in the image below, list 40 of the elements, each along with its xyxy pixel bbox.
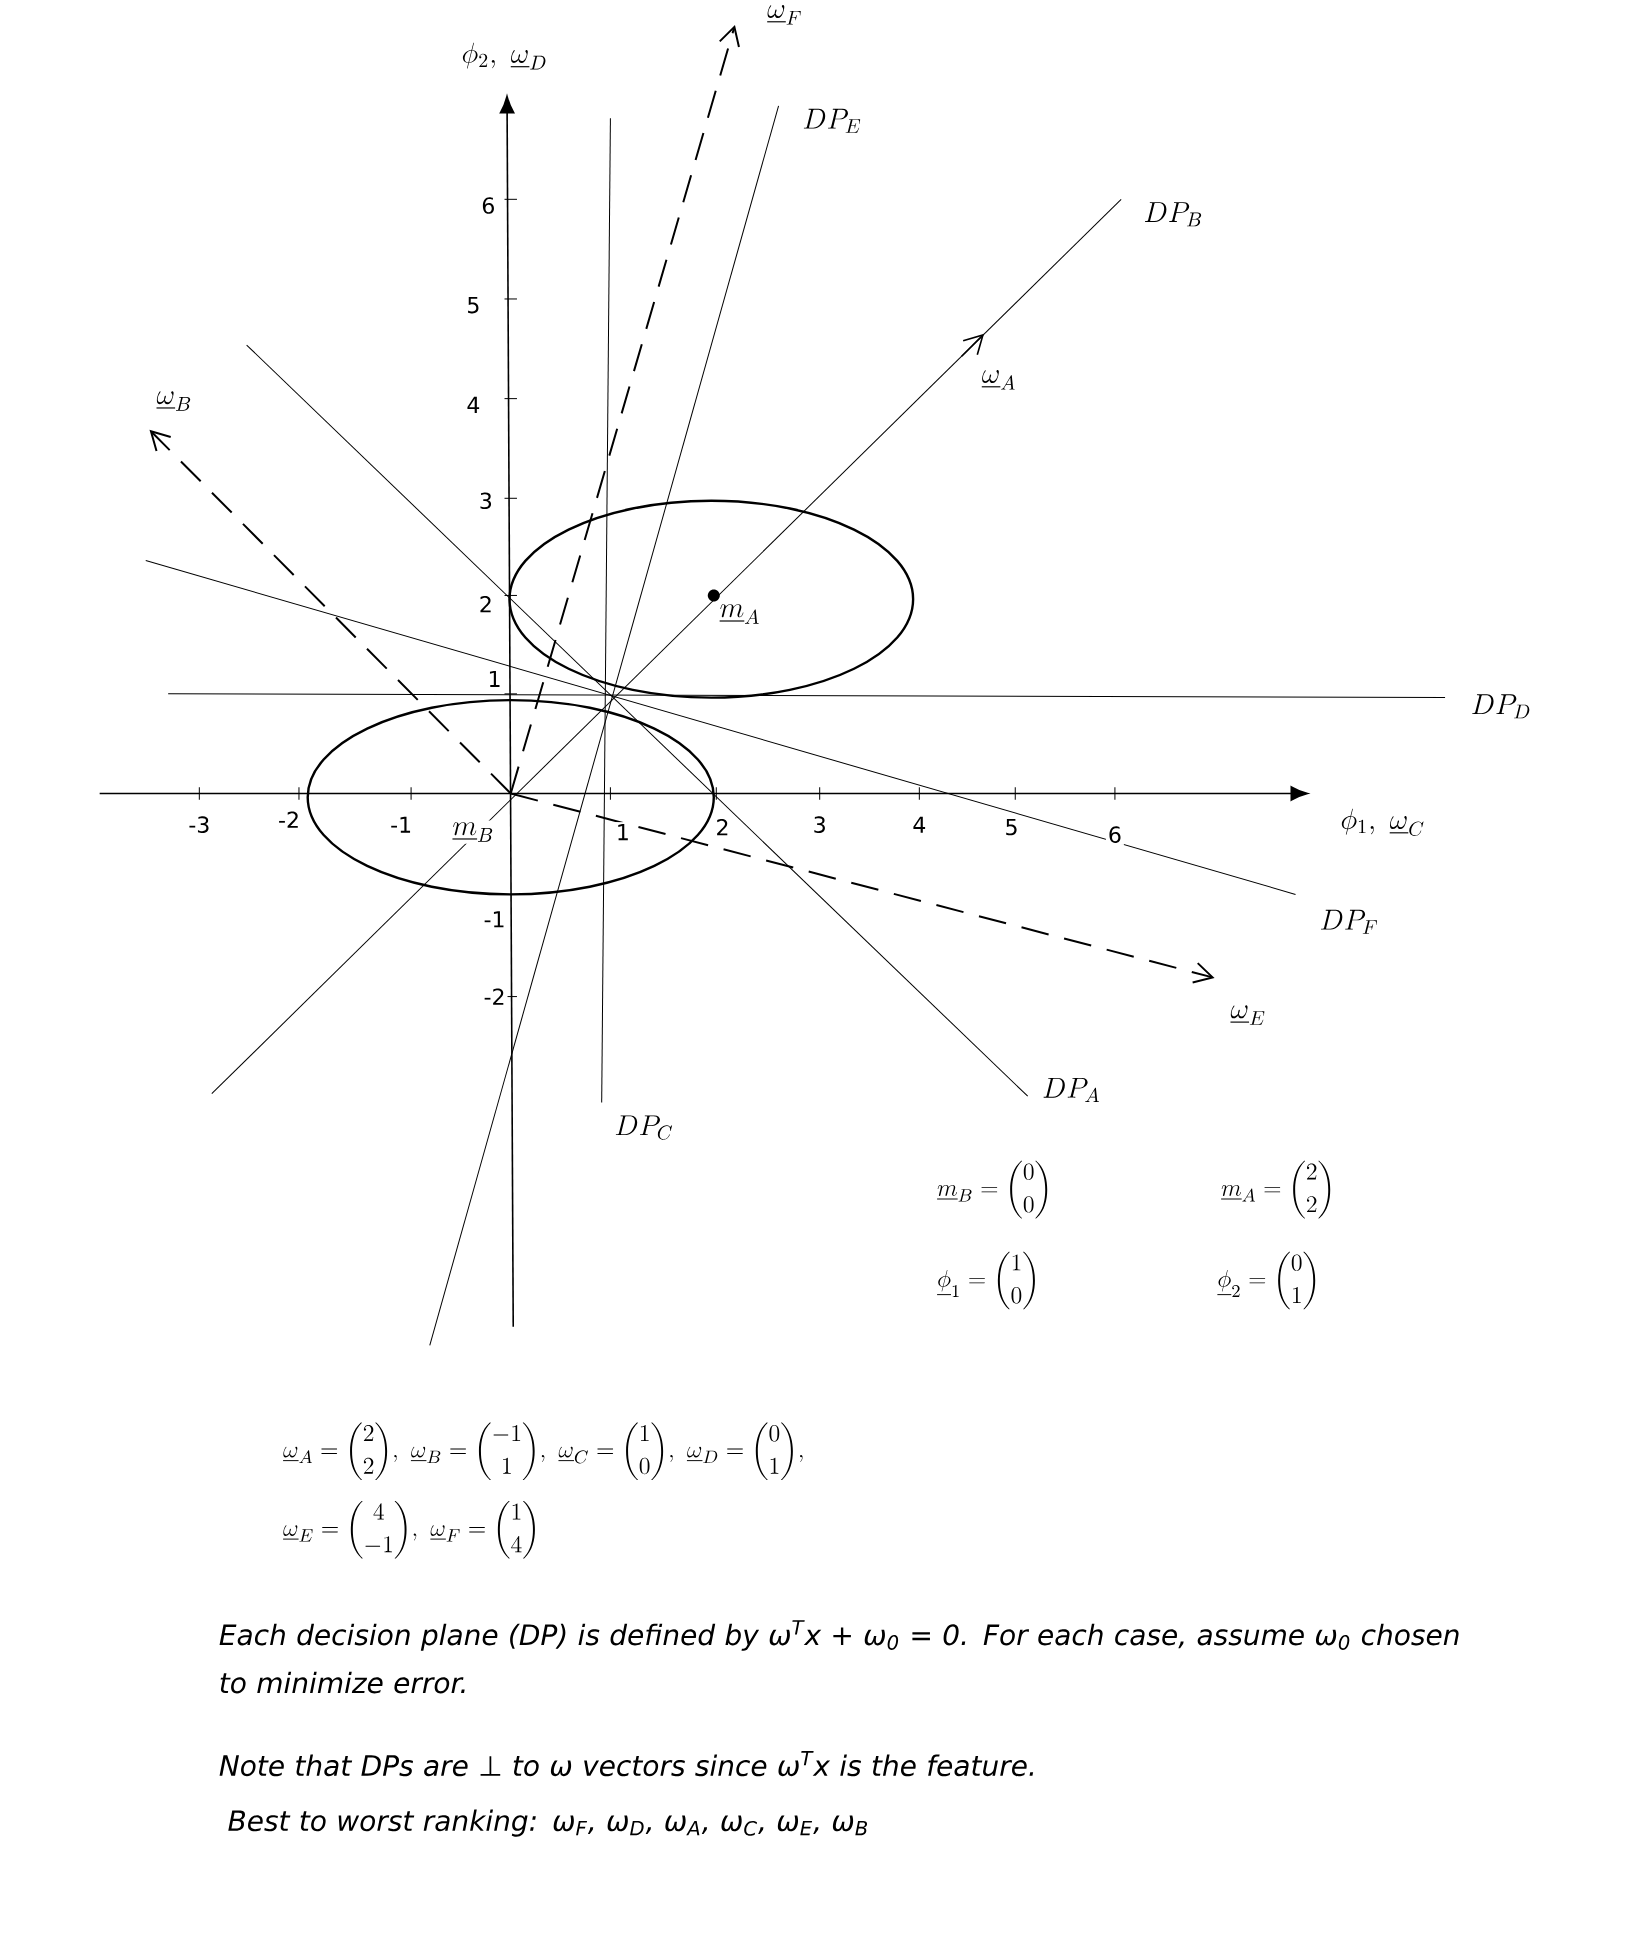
vector-equation: $\underline{\omega}_A = \binom{2}{2},\ \underline{\omega}_B = \binom{-1}{1},\ \underline{\omega}_C = \binom{1}{0},\ \underline{\omega}_D = \binom{0}{1},$ xyxy=(283,1422,803,1481)
vector-equation: $\underline{\phi}_1 = \binom{1}{0}$ xyxy=(937,1251,1035,1310)
axis-label: $\underline{\omega}_F$ xyxy=(765,3,805,27)
axis-label: $\phi_1,\ \underline{\omega}_C$ xyxy=(1338,806,1427,838)
axis-label: $\underline{\omega}_E$ xyxy=(1228,1003,1268,1027)
axis-label: $DP_C$ xyxy=(612,1113,676,1142)
tick-label: 6 xyxy=(1105,824,1124,845)
axis-label: $DP_B$ xyxy=(1141,200,1206,229)
vector-equation: $\underline{\phi}_2 = \binom{0}{1}$ xyxy=(1217,1251,1316,1310)
axis-label: $\underline{m}_A$ xyxy=(717,602,763,626)
tick-label: -1 xyxy=(481,909,508,930)
vector-equation: $\underline{\omega}_E = \binom{4}{-1},\ \underline{\omega}_F = \binom{1}{4}$ xyxy=(283,1500,535,1559)
tick-label: 3 xyxy=(476,490,495,512)
tick-label: 5 xyxy=(464,295,483,316)
tick-label: 4 xyxy=(910,814,929,835)
tick-label: -1 xyxy=(388,814,415,835)
axis-label: $DP_F$ xyxy=(1317,907,1381,936)
tick-label: -2 xyxy=(481,986,508,1007)
axis-label: $DP_E$ xyxy=(800,106,864,135)
tick-label: 6 xyxy=(479,195,498,216)
tick-label: -2 xyxy=(276,809,302,830)
vector-equation: $\underline{m}_B = \binom{0}{0}$ xyxy=(937,1160,1048,1219)
tick-label: 2 xyxy=(476,594,495,615)
axis-label: $DP_A$ xyxy=(1040,1076,1103,1104)
note-text: Note that DPs are ⊥ to ω vectors since ω$^{T}$x is the feature. xyxy=(219,1751,1034,1777)
note-text: Each decision plane (DP) is defined by ω$^{T}$x + ω$_{0}$ = 0. For each case, assume ω$_{0}$ chosen to minimize error. xyxy=(219,1620,1459,1694)
axis-label: $\phi_2,\ \underline{\omega}_D$ xyxy=(459,40,550,72)
tick-label: 2 xyxy=(713,817,732,838)
tick-label: 1 xyxy=(485,668,504,689)
tick-label: 3 xyxy=(810,814,829,835)
tick-label: 5 xyxy=(1002,817,1021,838)
axis-label: $\underline{\omega}_B$ xyxy=(154,389,195,413)
axis-label: $\underline{\omega}_A$ xyxy=(979,368,1019,392)
tick-label: 1 xyxy=(613,822,632,843)
axis-label: $DP_D$ xyxy=(1468,692,1534,721)
tick-label: -3 xyxy=(186,814,213,835)
note-text: Best to worst ranking: ω$_{F}$, ω$_{D}$, ω$_{A}$, ω$_{C}$, ω$_{E}$, ω$_{B}$ xyxy=(228,1809,868,1837)
tick-label: 4 xyxy=(464,394,483,415)
axis-label: $\underline{m}_B$ xyxy=(450,820,497,844)
vector-equation: $\underline{m}_A = \binom{2}{2}$ xyxy=(1221,1160,1331,1219)
